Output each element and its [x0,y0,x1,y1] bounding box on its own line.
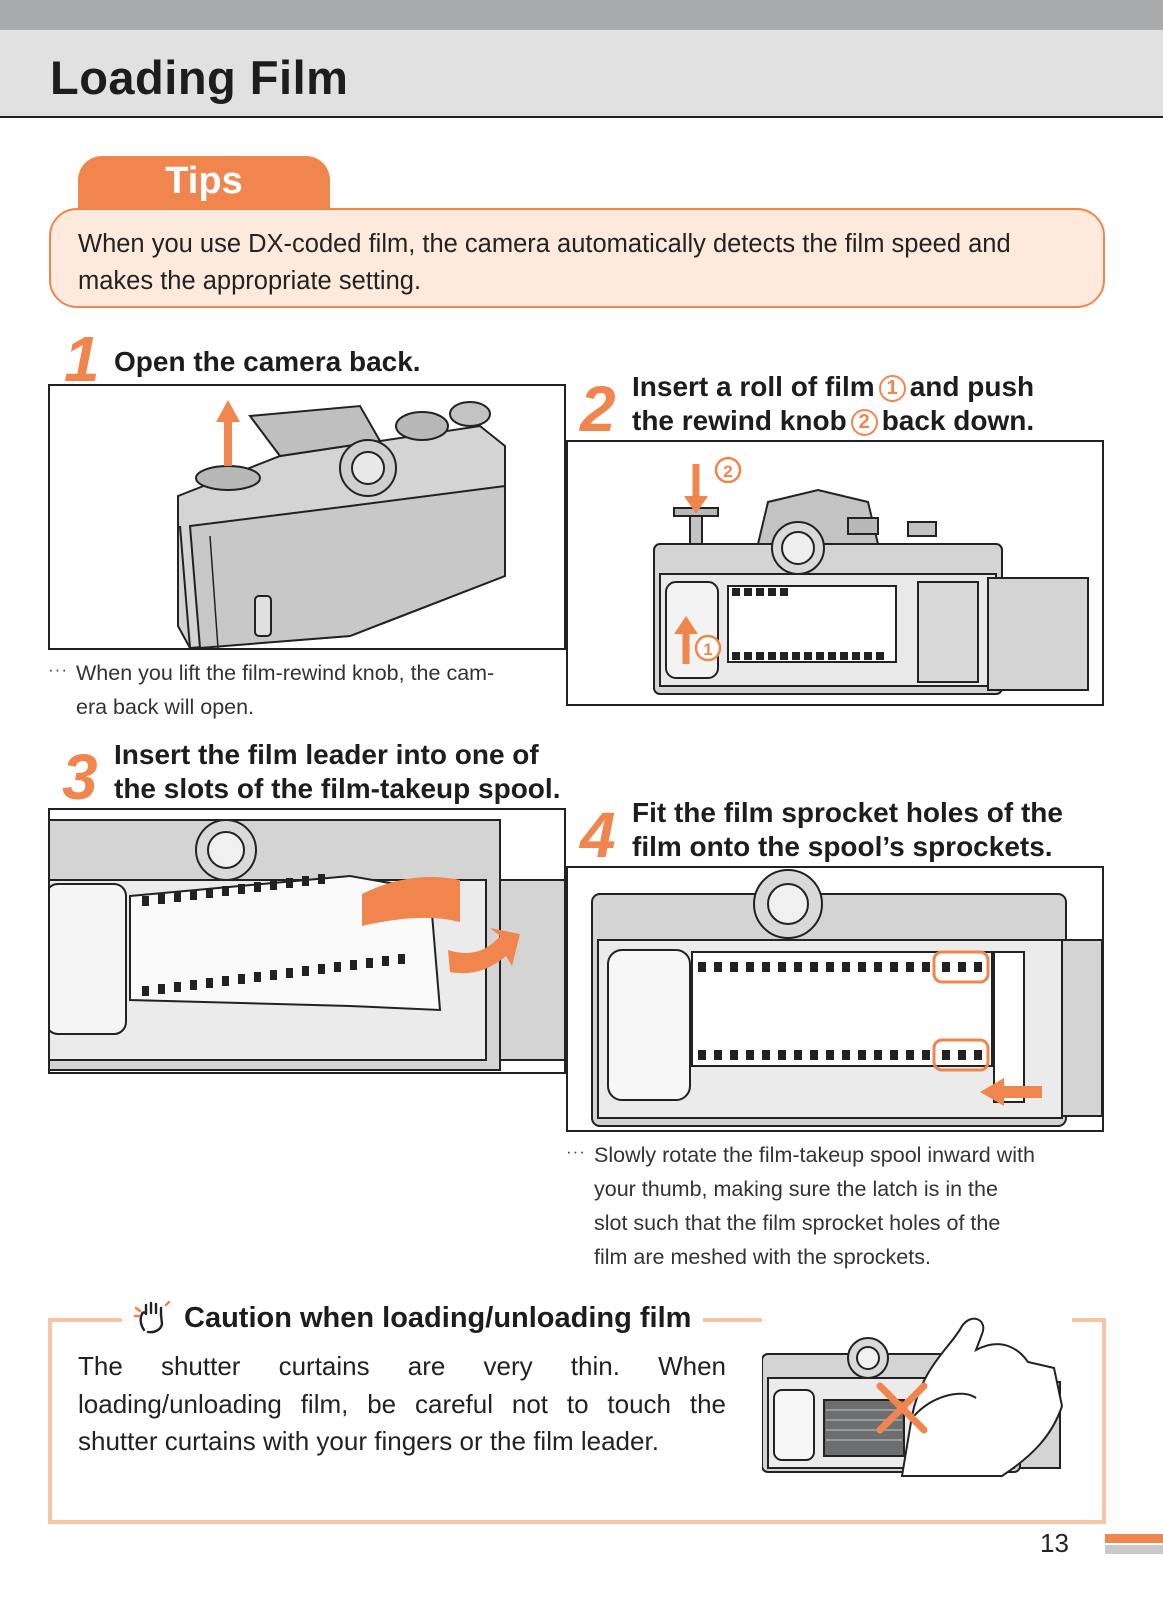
step-2-line2a: the rewind knob [632,405,847,436]
step-1-number: 1 [64,323,100,395]
marker-2-icon: 2 [850,409,878,436]
step-4-title-line: Fit the film sprocket holes of the [632,797,1063,828]
note-ellipsis-icon: ··· [566,1142,586,1161]
svg-text:2: 2 [723,462,732,481]
step-3-number: 3 [62,741,98,813]
page-number-bar [1105,1534,1163,1554]
hand-warning-icon [133,1300,172,1341]
page-title: Loading Film [50,51,349,104]
caution-illustration [762,1306,1072,1478]
step-4-note: ··· Slowly rotate the film-takeup spool … [566,1138,1056,1274]
step-1-illustration [48,384,566,650]
step-2-line1a: Insert a roll of film [632,371,875,402]
tips-box [49,208,1105,308]
step-1-note-line: When you lift the film-rewind knob, the … [76,661,495,685]
step-3-title: Insert the film leader into one of the s… [114,738,574,806]
step-4-title-line: film onto the spool’s sprockets. [632,831,1053,862]
step-1-note-line: era back will open. [76,695,255,719]
step-4-note-line: Slowly rotate the film-takeup spool inwa… [594,1143,1035,1167]
page-header [0,30,1163,118]
caution-text: The shutter curtains are very thin. When… [78,1351,726,1456]
step-1-title: Open the camera back. [114,346,421,377]
page-bar-accent [1105,1534,1163,1543]
top-band [0,0,1163,30]
step-3-title-line: Insert the film leader into one of [114,739,539,770]
note-ellipsis-icon: ··· [48,660,68,679]
page-number: 13 [1040,1528,1069,1558]
caution-title: Caution when loading/unloading film [184,1302,692,1334]
step-4-number: 4 [580,799,616,871]
tips-label: Tips [165,160,243,202]
step-3-illustration [48,808,566,1074]
step-4-note-line: slot such that the film sprocket holes o… [594,1211,1001,1235]
page-bar-gray [1105,1545,1163,1554]
step-2-number: 2 [580,373,616,445]
step-4-illustration [566,866,1104,1132]
step-2-line1b: and push [909,371,1035,402]
tips-text: When you use DX-coded film, the camera a… [78,230,1011,295]
step-1-note: ··· When you lift the film-rewind knob, … [48,656,556,724]
marker-1-icon: 1 [878,375,906,402]
svg-text:1: 1 [703,640,712,659]
step-3-title-line: the slots of the film-takeup spool. [114,773,561,804]
step-4-title: Fit the film sprocket holes of the film … [632,796,1092,864]
tips-tab [78,156,330,212]
step-2-illustration: 2 1 [566,440,1104,706]
caution-heading: Caution when loading/unloading film [122,1296,704,1341]
step-4-note-line: film are meshed with the sprockets. [594,1245,931,1269]
step-4-note-line: your thumb, making sure the latch is in … [594,1177,998,1201]
step-2-line2b: back down. [881,405,1035,436]
